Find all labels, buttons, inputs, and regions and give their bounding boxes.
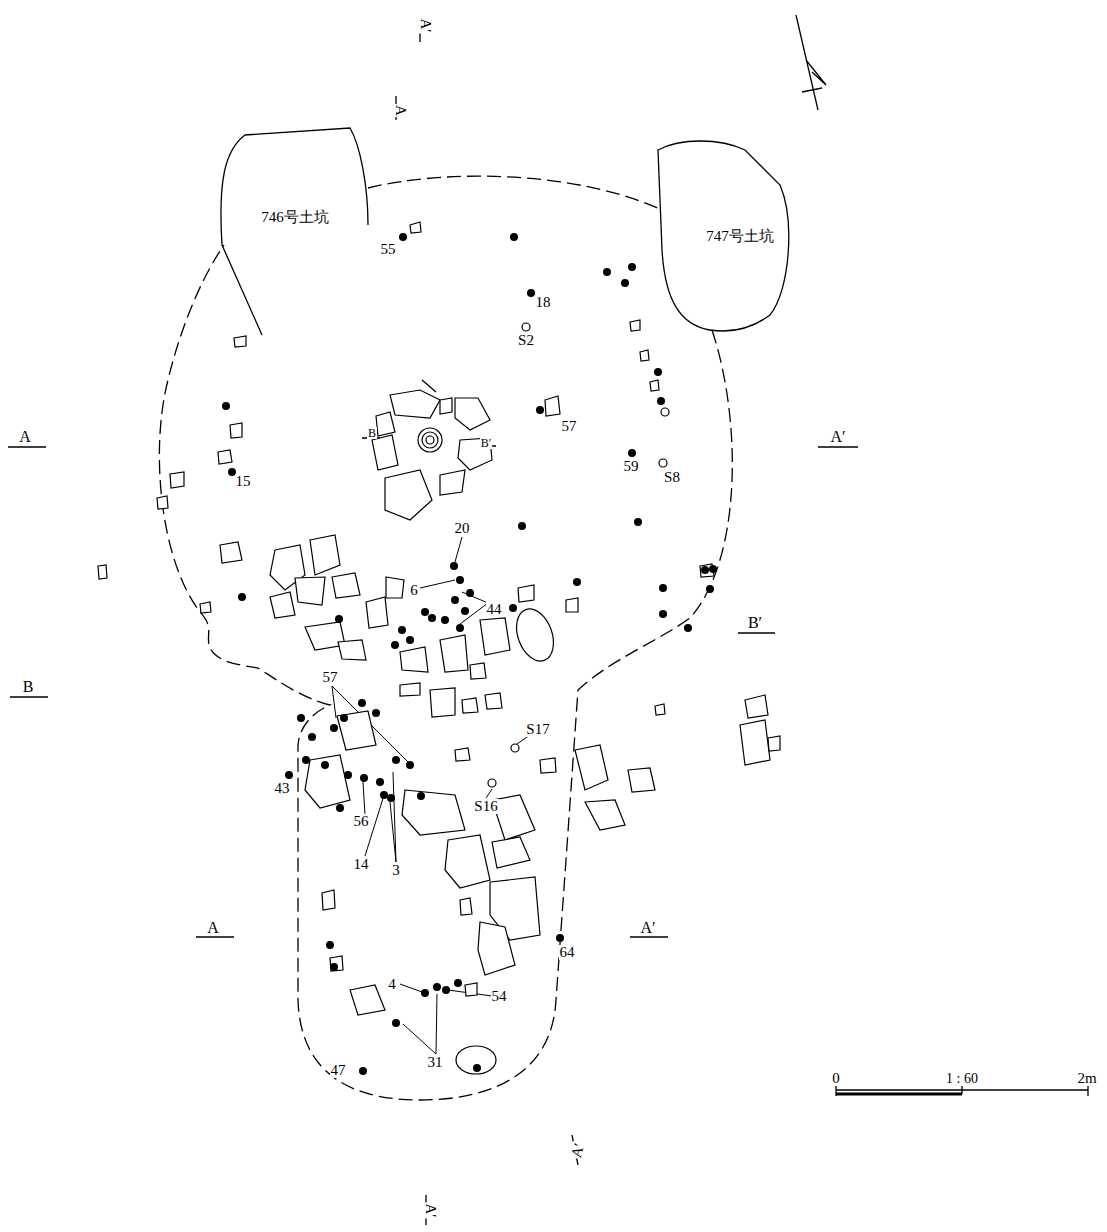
pit-shape: 746号土坑	[215, 122, 373, 340]
callout-number: S17	[525, 722, 550, 737]
scale-label: 1 : 60	[945, 1072, 979, 1086]
callout-number: 44	[486, 602, 503, 617]
pit-outline	[658, 141, 789, 331]
section-mark: A′	[418, 17, 433, 33]
section-mark: A	[393, 104, 408, 117]
find-dot	[222, 233, 717, 1075]
north-arrow	[796, 15, 826, 110]
scale-bar	[836, 1093, 962, 1096]
leader-line	[332, 537, 530, 1054]
scale-label: 2m	[1076, 1071, 1097, 1086]
callout-number: 14	[353, 857, 370, 872]
stone	[98, 222, 780, 1074]
pit-outline	[159, 176, 732, 1100]
callout-number: S2	[517, 333, 535, 348]
callout-number: 15	[235, 474, 252, 489]
scale-label: 0	[831, 1071, 841, 1086]
callout-number: 59	[623, 459, 640, 474]
section-mark: A′	[423, 1202, 438, 1218]
section-mark: B′	[480, 437, 493, 449]
pit-outline	[215, 122, 373, 340]
callout-number: 18	[535, 295, 552, 310]
pit-shape: 747号土坑	[655, 135, 797, 337]
callout-number: S8	[663, 470, 681, 485]
callout-number: S16	[473, 799, 498, 814]
callout-number: 57	[322, 670, 339, 685]
callout-number: 56	[353, 814, 370, 829]
pit-name: 746号土坑	[260, 209, 330, 226]
section-mark: A	[206, 920, 220, 936]
callout-number: 47	[330, 1063, 347, 1078]
callout-number: 4	[387, 977, 397, 992]
section-mark: A′	[569, 1140, 588, 1159]
section-mark: B	[367, 427, 377, 439]
callout-number: 54	[491, 989, 508, 1004]
section-mark: B	[22, 679, 35, 695]
callout-number: 31	[427, 1055, 444, 1070]
pit-name: 747号土坑	[705, 228, 775, 245]
section-mark: A′	[829, 429, 846, 445]
callout-number: 3	[391, 863, 401, 878]
section-line	[8, 20, 858, 1225]
callout-number: 43	[274, 781, 291, 796]
callout-number: 57	[561, 419, 578, 434]
callout-number: 64	[559, 945, 576, 960]
open-dot	[488, 323, 669, 787]
section-mark: B′	[747, 615, 763, 631]
callout-number: 6	[409, 583, 419, 598]
callout-number: 20	[454, 521, 471, 536]
section-mark: A′	[639, 920, 656, 936]
section-mark: A	[18, 429, 32, 445]
pit-outline	[221, 128, 368, 335]
callout-number: 55	[380, 242, 397, 257]
